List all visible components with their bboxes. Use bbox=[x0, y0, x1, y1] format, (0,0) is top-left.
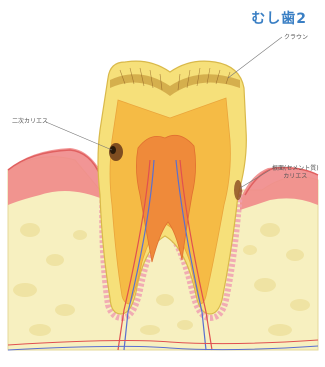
secondary-caries-spot bbox=[109, 143, 123, 161]
crown-label: クラウン bbox=[284, 34, 308, 42]
page-title: むし歯2 bbox=[251, 8, 307, 28]
root-caries-label-line2: カリエス bbox=[272, 173, 319, 181]
root-caries-spot bbox=[234, 180, 242, 200]
root-caries-label-line1: 根面(セメント質) bbox=[272, 165, 319, 173]
secondary-caries-label: 二次カリエス bbox=[12, 118, 48, 126]
root-caries-label: 根面(セメント質) カリエス bbox=[272, 165, 319, 181]
